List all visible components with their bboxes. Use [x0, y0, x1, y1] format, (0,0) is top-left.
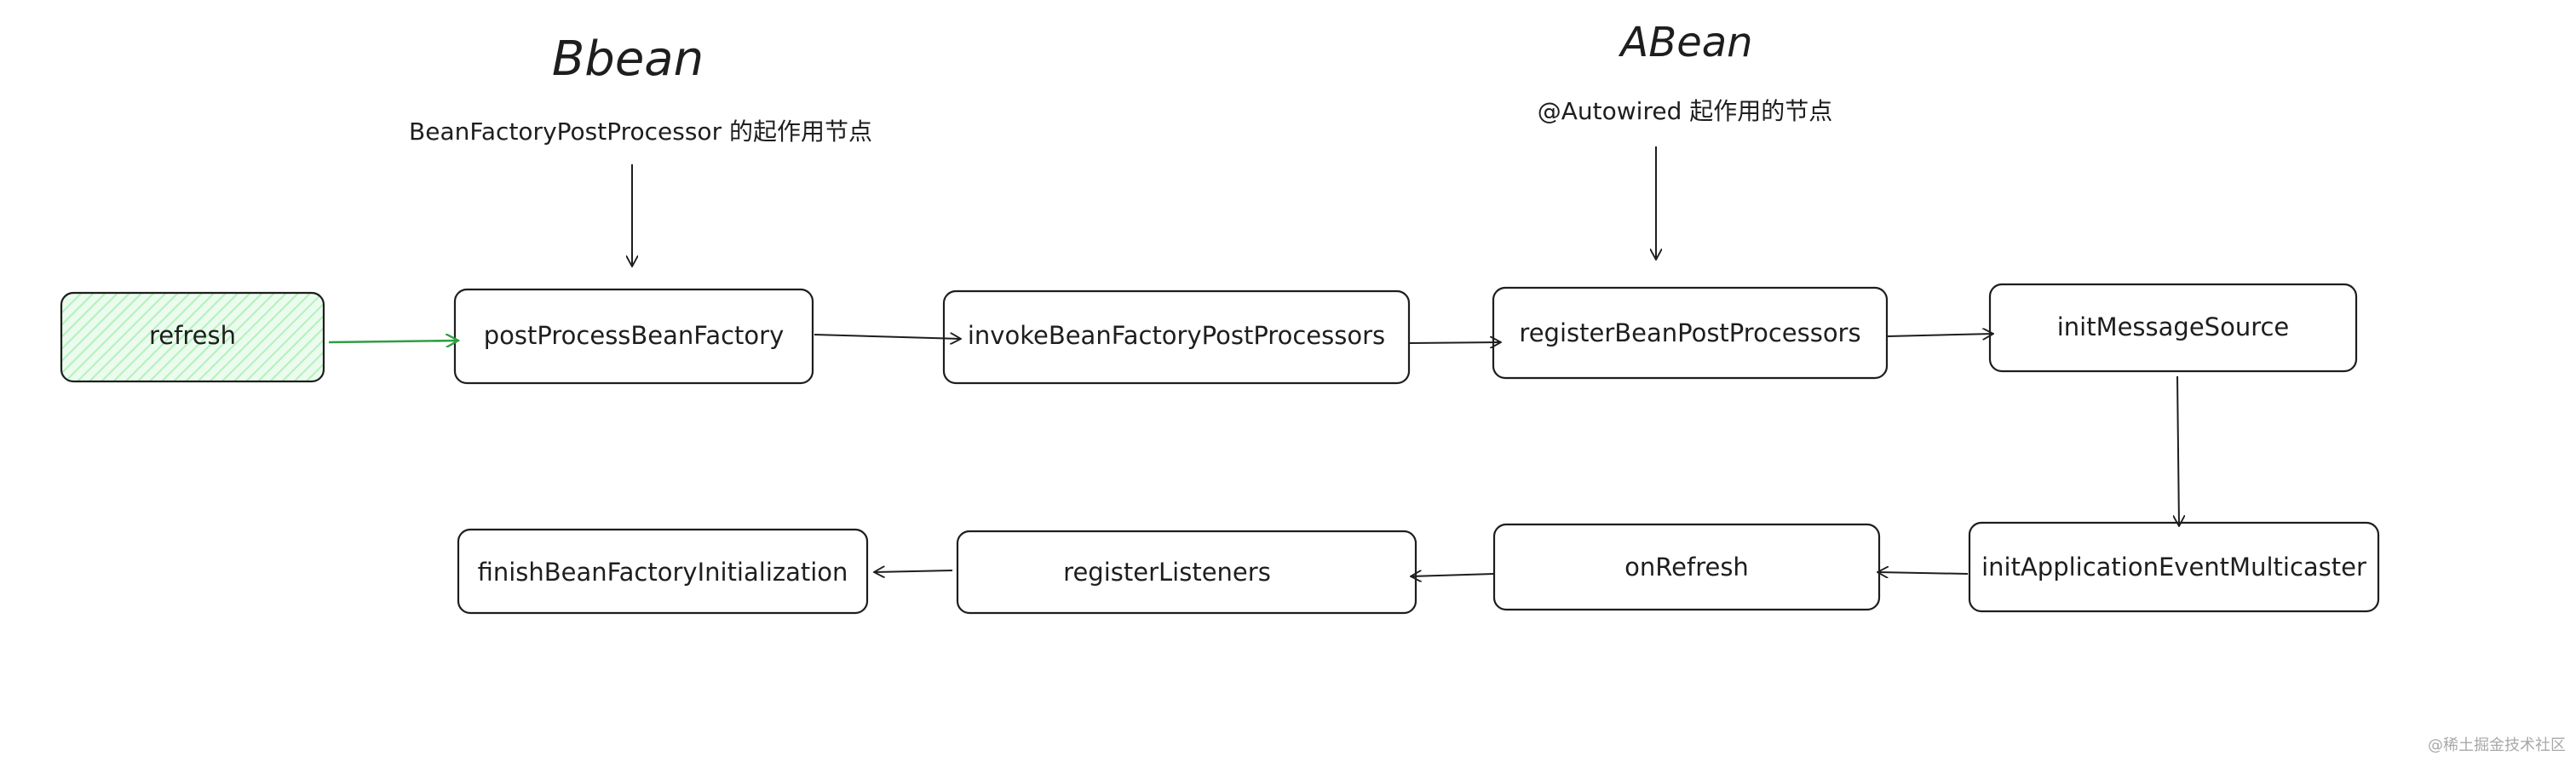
- node-onrefresh: onRefresh: [1492, 523, 1881, 611]
- arrow-multicaster-to-onrefresh: [1877, 572, 1969, 574]
- abean-title: ABean: [1618, 19, 1752, 66]
- abean-note: @Autowired 起作用的节点: [1538, 97, 1833, 125]
- node-registerbeanpostprocessors-label: registerBeanPostProcessors: [1519, 318, 1860, 347]
- node-initapplicationeventmulticaster: initApplicationEventMulticaster: [1968, 521, 2380, 613]
- node-initmessagesource: initMessageSource: [1988, 283, 2358, 373]
- arrow-refresh-to-postprocess: [328, 341, 458, 342]
- arrow-onrefresh-to-registerlisteners: [1411, 574, 1495, 576]
- watermark: @稀土掘金技术社区: [2428, 736, 2566, 754]
- node-onrefresh-label: onRefresh: [1624, 553, 1749, 582]
- node-initapplicationeventmulticaster-label: initApplicationEventMulticaster: [1981, 553, 2366, 582]
- node-invokebeanfactorypostprocessors-label: invokeBeanFactoryPostProcessors: [968, 321, 1385, 350]
- node-postprocessbeanfactory-label: postProcessBeanFactory: [484, 321, 784, 350]
- arrow-invoke-to-register: [1408, 342, 1501, 343]
- node-refresh-label: refresh: [149, 321, 236, 350]
- bbean-note: BeanFactoryPostProcessor 的起作用节点: [409, 117, 872, 146]
- arrow-registerlisteners-to-finish: [874, 570, 953, 572]
- node-registerlisteners: registerListeners: [956, 530, 1417, 615]
- node-refresh: refresh: [60, 291, 325, 383]
- node-registerlisteners-label: registerListeners: [1063, 558, 1271, 587]
- node-finishbeanfactoryinitialization-label: finishBeanFactoryInitialization: [478, 558, 848, 587]
- node-registerbeanpostprocessors: registerBeanPostProcessors: [1492, 286, 1889, 380]
- node-postprocessbeanfactory: postProcessBeanFactory: [453, 288, 814, 385]
- node-finishbeanfactoryinitialization: finishBeanFactoryInitialization: [457, 528, 869, 615]
- bbean-title: Bbean: [552, 32, 704, 87]
- arrow-register-to-initmessage: [1887, 334, 1993, 336]
- node-invokebeanfactorypostprocessors: invokeBeanFactoryPostProcessors: [942, 289, 1411, 385]
- arrow-postprocess-to-invoke: [814, 335, 961, 339]
- arrow-initmessage-to-multicaster: [2177, 375, 2179, 526]
- node-initmessagesource-label: initMessageSource: [2057, 312, 2290, 341]
